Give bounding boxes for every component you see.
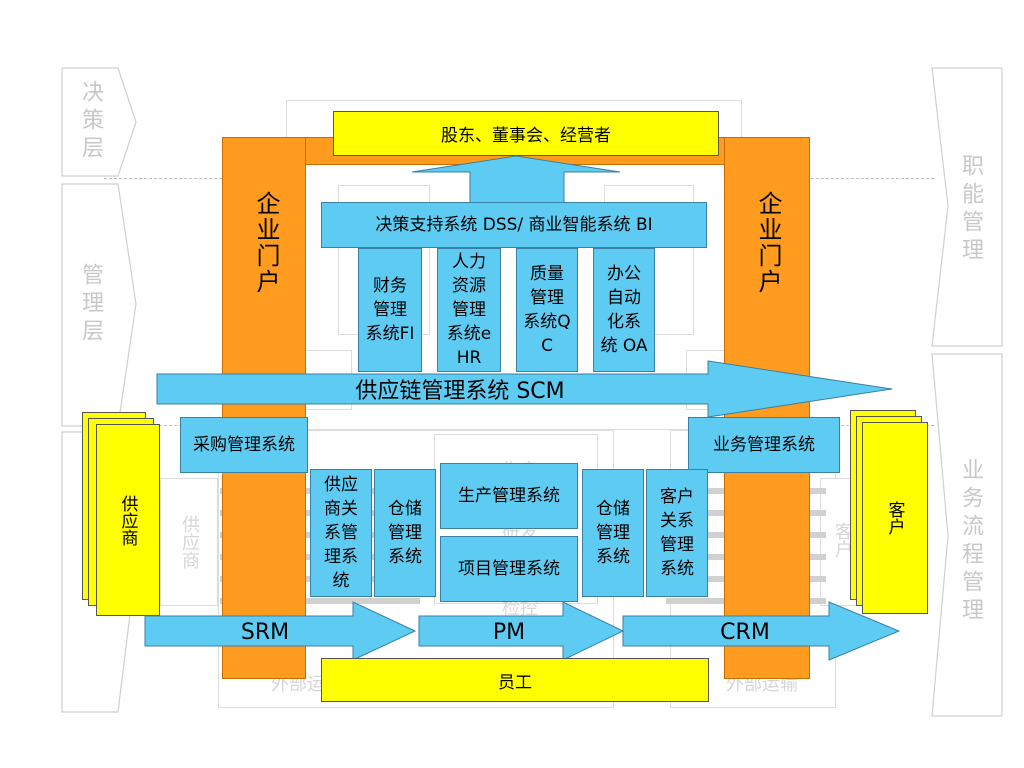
bg-text-supplier: 供应商 [179, 515, 200, 569]
pm-flow-label[interactable]: PM [492, 619, 526, 645]
dss-bi-system[interactable]: 决策支持系统 DSS/ 商业智能系统 BI [321, 202, 707, 248]
management-layer-label: 管理层 [78, 263, 103, 347]
scm-label[interactable]: 供应链管理系统 SCM [355, 379, 565, 404]
scm-arrow [156, 360, 893, 418]
project-system[interactable]: 项目管理系统 [440, 536, 578, 602]
quality-system[interactable]: 质量管理系统QC [516, 248, 578, 372]
crm-system[interactable]: 客户关系管理系统 [646, 469, 708, 597]
supplier-box[interactable]: 供应商 [96, 424, 160, 616]
hr-system[interactable]: 人力资源管理系统eHR [437, 248, 501, 372]
crm-flow-label[interactable]: CRM [720, 619, 770, 645]
finance-system[interactable]: 财务管理系统FI [358, 248, 422, 372]
portal-label-right: 企业门户 [754, 191, 782, 295]
right-layer-chevrons [931, 67, 1003, 717]
flow-arrows [144, 601, 901, 661]
employee-box[interactable]: 员工 [321, 658, 709, 702]
srm-system[interactable]: 供应商关系管理系统 [310, 469, 372, 597]
portal-label-left: 企业门户 [252, 191, 280, 295]
bg-text-customer: 客户 [832, 522, 853, 558]
warehouse-system-left[interactable]: 仓储管理系统 [374, 469, 436, 597]
decision-layer-label: 决策层 [78, 80, 103, 164]
business-process-layer-label: 业务流程管理 [958, 458, 983, 626]
bg-box-supplier [160, 478, 218, 606]
portal-frame-left [222, 137, 306, 679]
srm-flow-label[interactable]: SRM [240, 619, 290, 645]
functional-layer-label: 职能管理 [958, 154, 983, 266]
procurement-system[interactable]: 采购管理系统 [180, 417, 308, 473]
bg-text-inspection: 检控 [502, 598, 538, 619]
customer-box[interactable]: 客户 [862, 422, 928, 614]
warehouse-system-right[interactable]: 仓储管理系统 [582, 469, 644, 597]
bg-text-external-right: 外部运输 [726, 674, 798, 695]
bg-text-external-left: 外部运 [271, 674, 325, 695]
office-automation-system[interactable]: 办公自动化系统 OA [593, 248, 655, 372]
stakeholders-box[interactable]: 股东、董事会、经营者 [333, 111, 719, 156]
sales-system[interactable]: 业务管理系统 [688, 417, 840, 473]
production-system[interactable]: 生产管理系统 [440, 463, 578, 529]
up-arrow [411, 155, 621, 205]
